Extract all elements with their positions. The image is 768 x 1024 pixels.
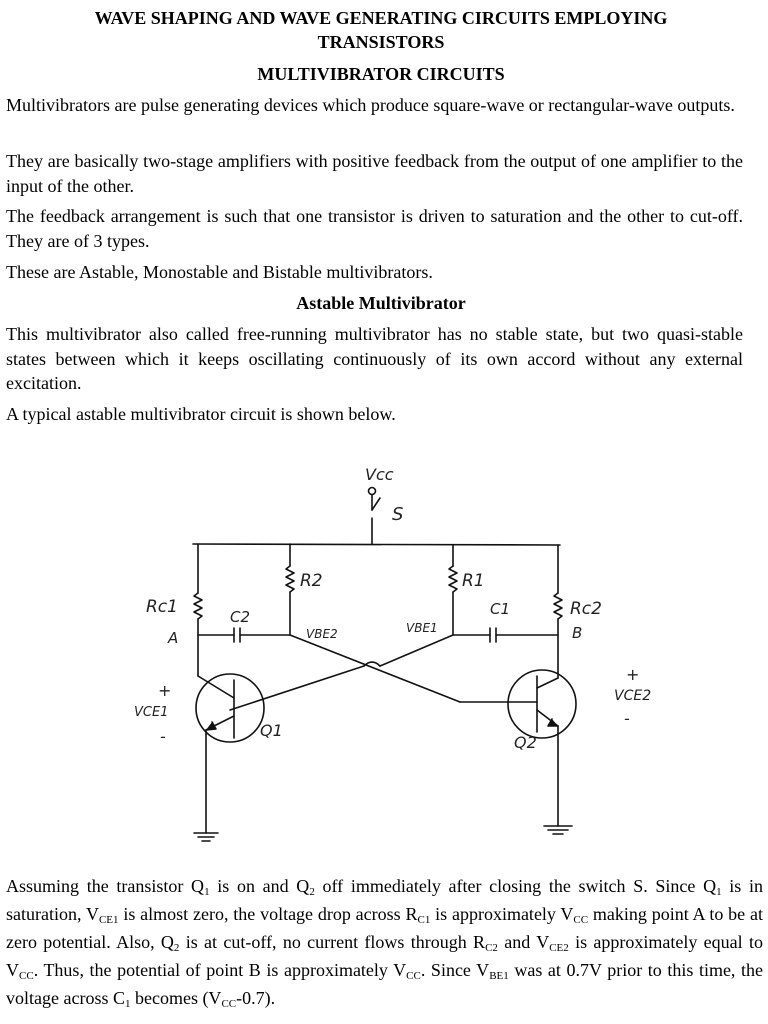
document-title-line1: WAVE SHAPING AND WAVE GENERATING CIRCUIT… <box>94 8 668 28</box>
vce1-plus: + <box>158 681 171 700</box>
r2-label: R2 <box>300 571 323 591</box>
vbe1-label: VBE1 <box>406 621 438 635</box>
vcc-rail <box>192 543 561 546</box>
document-title-line2: TRANSISTORS <box>317 32 445 52</box>
q2-transistor <box>507 669 577 739</box>
vce1-label: VCE1 <box>134 705 168 720</box>
switch-label: S <box>392 504 403 525</box>
c2-label: C2 <box>230 608 250 626</box>
r1-label: R1 <box>462 571 485 591</box>
vcc-terminal <box>367 486 377 496</box>
r2-resistor <box>285 565 295 593</box>
section-title: MULTIVIBRATOR CIRCUITS <box>257 64 505 84</box>
q1-label: Q1 <box>260 721 283 740</box>
q1-transistor <box>195 673 265 743</box>
astable-multivibrator-circuit-diagram: Vcc S Rc1 R2 R1 Rc2 C2 C1 VBE2 VBE1 A B … <box>134 465 651 842</box>
q2-label: Q2 <box>514 733 537 752</box>
r1-resistor <box>448 565 458 593</box>
rc2-label: Rc2 <box>570 599 602 619</box>
vce1-minus: - <box>160 727 166 746</box>
astable-heading: Astable Multivibrator <box>296 293 466 313</box>
intro-paragraph-2: They are basically two-stage amplifiers … <box>6 151 743 196</box>
vcc-label: Vcc <box>365 465 394 484</box>
node-a-label: A <box>167 629 178 647</box>
intro-paragraph-3: The feedback arrangement is such that on… <box>6 206 743 251</box>
vbe2-label: VBE2 <box>306 627 338 641</box>
switch-s <box>371 497 381 511</box>
rc1-resistor <box>193 592 203 620</box>
node-b-label: B <box>572 624 582 642</box>
rc2-resistor <box>553 592 563 620</box>
astable-paragraph-2: A typical astable multivibrator circuit … <box>6 404 396 424</box>
vce2-plus: + <box>626 665 639 684</box>
intro-paragraph-1: Multivibrators are pulse generating devi… <box>6 95 735 115</box>
rc1-label: Rc1 <box>146 597 178 617</box>
c1-label: C1 <box>490 600 510 618</box>
vce2-label: VCE2 <box>614 688 651 704</box>
analysis-paragraph: Assuming the transistor Q1 is on and Q2 … <box>6 876 763 1010</box>
astable-paragraph-1: This multivibrator also called free-runn… <box>6 324 743 393</box>
vce2-minus: - <box>624 709 630 728</box>
intro-paragraph-4: These are Astable, Monostable and Bistab… <box>6 262 433 282</box>
